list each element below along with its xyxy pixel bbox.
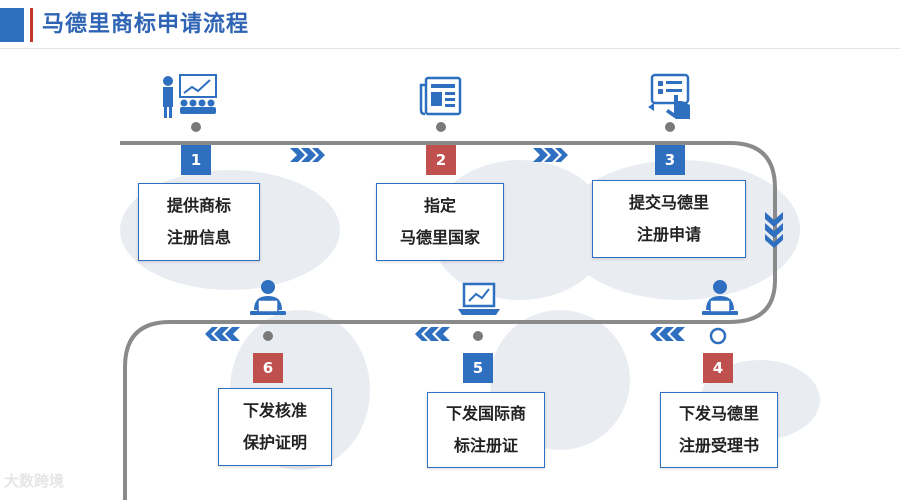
connector-dot-5 xyxy=(473,331,483,341)
touch-screen-icon xyxy=(648,73,690,119)
chevrons-left-2 xyxy=(415,327,450,341)
header-divider xyxy=(30,8,33,42)
chevrons-right-1 xyxy=(290,148,325,162)
connector-dot-1 xyxy=(191,122,201,132)
step-2-line-2: 马德里国家 xyxy=(399,228,480,247)
chevrons-left-3 xyxy=(205,327,240,341)
user-at-laptop-icon xyxy=(702,280,738,315)
chevrons-left-1 xyxy=(650,327,685,341)
watermark-text: 大数跨境 xyxy=(4,472,65,490)
step-number-3: 3 xyxy=(655,145,685,175)
header-accent-bar xyxy=(0,8,24,42)
presentation-audience-icon xyxy=(163,74,217,118)
step-number-1: 1 xyxy=(181,145,211,175)
step-box-6: 下发核准 保护证明 xyxy=(218,388,332,466)
step-number-2: 2 xyxy=(426,145,456,175)
step-1-line-1: 提供商标 xyxy=(166,196,231,215)
step-4-line-2: 注册受理书 xyxy=(678,436,759,455)
connector-dot-3 xyxy=(665,122,675,132)
connector-dot-6 xyxy=(263,331,273,341)
step-5-line-1: 下发国际商 xyxy=(445,404,526,423)
step-box-1: 提供商标 注册信息 xyxy=(138,183,260,261)
step-6-line-1: 下发核准 xyxy=(242,401,307,420)
user-at-laptop-icon xyxy=(250,280,286,315)
step-4-line-1: 下发马德里 xyxy=(678,404,759,423)
page-title: 马德里商标申请流程 xyxy=(42,12,250,37)
laptop-chart-icon xyxy=(458,282,500,315)
title-underline xyxy=(0,48,900,49)
step-2-line-1: 指定 xyxy=(423,196,456,215)
step-number-5: 5 xyxy=(463,353,493,383)
step-3-line-2: 注册申请 xyxy=(636,225,701,244)
chevrons-down xyxy=(765,212,783,248)
connector-dot-4 xyxy=(709,327,727,345)
newspaper-icon xyxy=(419,76,462,116)
step-3-line-1: 提交马德里 xyxy=(628,193,709,212)
step-box-5: 下发国际商 标注册证 xyxy=(427,392,545,468)
step-box-2: 指定 马德里国家 xyxy=(376,183,504,261)
step-number-4: 4 xyxy=(703,353,733,383)
step-box-3: 提交马德里 注册申请 xyxy=(592,180,746,258)
step-number-6: 6 xyxy=(253,353,283,383)
step-6-line-2: 保护证明 xyxy=(242,433,307,452)
connector-dot-2 xyxy=(436,122,446,132)
step-1-line-2: 注册信息 xyxy=(166,228,231,247)
step-5-line-2: 标注册证 xyxy=(453,436,518,455)
chevrons-right-2 xyxy=(533,148,568,162)
step-box-4: 下发马德里 注册受理书 xyxy=(660,392,778,468)
